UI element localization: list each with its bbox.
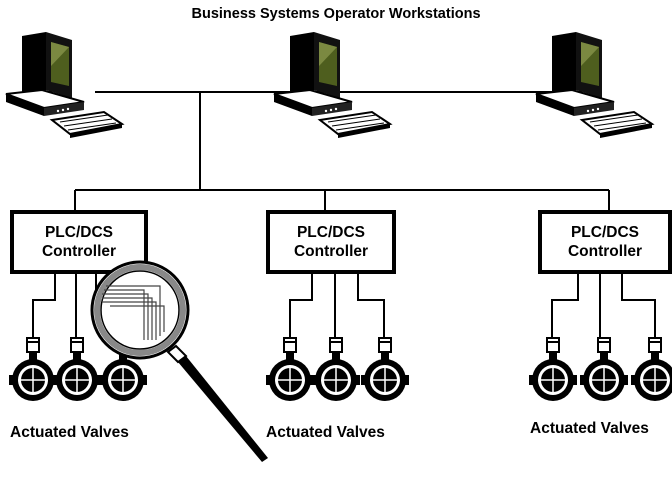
diagram-title: Business Systems Operator Workstations xyxy=(191,6,481,22)
valve-3-1 xyxy=(528,337,578,402)
valve-1-1 xyxy=(8,337,58,402)
controller-1-line1: PLC/DCS xyxy=(44,224,114,241)
controller-3-line1: PLC/DCS xyxy=(570,224,640,241)
valves-label-1: Actuated Valves xyxy=(10,424,129,441)
controller-2-line2: Controller xyxy=(293,243,369,260)
valves-label-2: Actuated Valves xyxy=(266,424,385,441)
valve-3-3 xyxy=(630,337,672,402)
controller-3-line2: Controller xyxy=(567,243,643,260)
valve-1-2 xyxy=(52,337,102,402)
controller-box-2 xyxy=(266,210,396,274)
workstation-2 xyxy=(273,31,391,139)
controller-1-line2: Controller xyxy=(41,243,117,260)
controller-1-label: PLC/DCS Controller xyxy=(12,223,146,261)
valve-3-2 xyxy=(579,337,629,402)
workstation-3 xyxy=(535,31,653,139)
controller-2-label: PLC/DCS Controller xyxy=(268,223,394,261)
magnifying-glass-icon xyxy=(90,260,268,462)
controller-box-1 xyxy=(10,210,148,274)
valve-2-3 xyxy=(360,337,410,402)
controller-box-3 xyxy=(538,210,672,274)
valves-label-3: Actuated Valves xyxy=(530,420,649,437)
workstation-1 xyxy=(5,31,123,139)
valve-2-1 xyxy=(265,337,315,402)
controller-2-line1: PLC/DCS xyxy=(296,224,366,241)
controller-3-label: PLC/DCS Controller xyxy=(540,223,670,261)
valve-2-2 xyxy=(311,337,361,402)
